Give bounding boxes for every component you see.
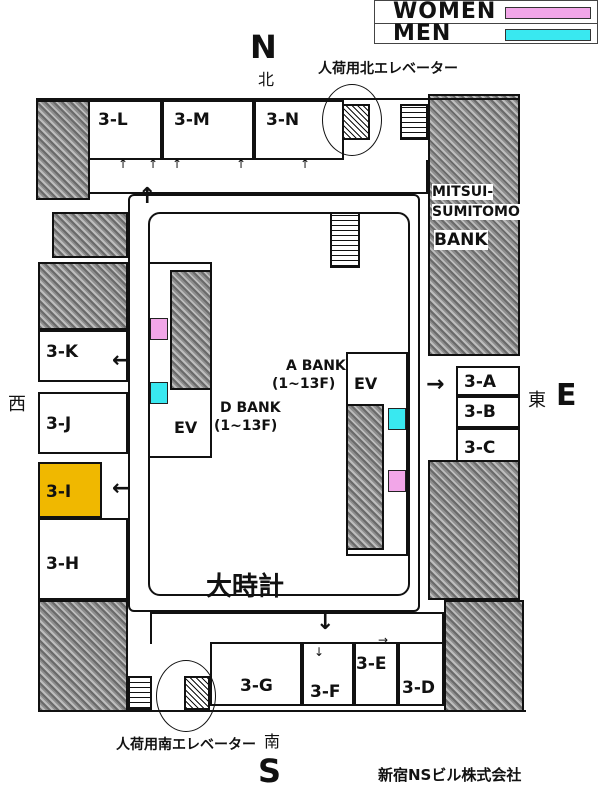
arrow-east-3a: →: [426, 372, 445, 397]
room-3-f-label: 3-F: [310, 682, 341, 702]
legend-women-label: WOMEN: [393, 0, 497, 24]
legend-men-swatch: [505, 29, 591, 41]
arrow-small-3l: ↑: [118, 157, 129, 171]
room-3-b-label: 3-B: [464, 402, 496, 422]
arrow-west-3k: ←: [112, 348, 131, 373]
south-corridor-strip: [150, 612, 444, 644]
room-3-h-label: 3-H: [46, 554, 80, 574]
a-bank-ev-label: EV: [354, 374, 378, 393]
room-3-f[interactable]: 3-F: [302, 642, 354, 706]
compass-east-kanji: 東: [528, 390, 546, 410]
arrow-small-3n-b: ↑: [300, 157, 311, 171]
room-3-m[interactable]: 3-M: [162, 100, 254, 160]
arrow-west-3i: ←: [112, 476, 131, 501]
a-bank-men-restroom: [388, 408, 406, 430]
room-3-c[interactable]: 3-C: [456, 428, 520, 462]
room-3-k[interactable]: 3-K: [38, 330, 128, 382]
north-freight-elevator: [342, 104, 370, 140]
north-corridor-strip: [88, 160, 428, 194]
north-stair: [400, 104, 428, 140]
room-3-j[interactable]: 3-J: [38, 392, 128, 454]
west-upper-block: [52, 212, 128, 258]
room-3-e[interactable]: 3-E: [354, 642, 398, 706]
compass-south-letter: S: [258, 752, 282, 790]
south-freight-elevator: [184, 676, 210, 710]
arrow-small-3m-a: ↑: [148, 157, 159, 171]
company-name: 新宿NSビル株式会社: [378, 766, 522, 784]
legend-men-label: MEN: [393, 21, 452, 46]
compass-north-letter: N: [250, 28, 277, 66]
bank-label-line3: BANK: [434, 230, 488, 250]
room-3-g-label: 3-G: [240, 676, 273, 696]
compass-east-letter: E: [556, 378, 577, 413]
d-bank-title: D BANK: [220, 400, 281, 416]
room-3-c-label: 3-C: [464, 438, 496, 458]
bank-label-line2: SUMITOMO: [432, 204, 520, 220]
central-stair: [330, 212, 360, 268]
room-3-m-label: 3-M: [174, 110, 210, 130]
compass-south-kanji: 南: [264, 734, 281, 751]
arrow-small-3f: ↓: [314, 645, 325, 659]
south-west-block: [38, 600, 128, 712]
big-clock-label: 大時計: [206, 572, 285, 602]
d-bank-men-restroom: [150, 382, 168, 404]
room-3-k-label: 3-K: [46, 342, 79, 362]
room-3-l[interactable]: 3-L: [88, 100, 162, 160]
room-3-n-label: 3-N: [266, 110, 300, 130]
arrow-north-corridor: ↑: [138, 184, 157, 209]
north-freight-elevator-label: 人荷用北エレベーター: [318, 61, 458, 77]
d-bank-floors: (1~13F): [214, 418, 278, 434]
room-3-d-label: 3-D: [402, 678, 435, 698]
room-3-i-highlighted[interactable]: 3-I: [38, 462, 102, 518]
legend: WOMEN MEN: [374, 0, 598, 46]
room-3-i-label: 3-I: [46, 482, 72, 502]
d-bank-shafts: [170, 270, 212, 390]
south-outer-wall: [128, 710, 526, 712]
d-bank-women-restroom: [150, 318, 168, 340]
east-lower-block: [428, 460, 520, 600]
west-mid-block: [38, 262, 128, 330]
south-stair: [128, 676, 152, 710]
north-east-block: [428, 94, 520, 356]
north-freight-elevator-circle: [322, 84, 382, 156]
compass-west-kanji: 西: [8, 394, 26, 414]
room-3-a[interactable]: 3-A: [456, 366, 520, 396]
a-bank-floors: (1~13F): [272, 376, 336, 392]
south-east-block: [444, 600, 524, 712]
arrow-small-3m-b: ↑: [172, 157, 183, 171]
north-outer-wall: [36, 98, 520, 100]
room-3-g[interactable]: 3-G: [210, 642, 302, 706]
room-3-h[interactable]: 3-H: [38, 518, 128, 600]
outer-corridor: [128, 194, 420, 612]
west-wing-wall: [36, 100, 90, 200]
arrow-small-3n-a: ↑: [236, 157, 247, 171]
arrow-south-corridor: ↓: [316, 610, 335, 635]
room-3-b[interactable]: 3-B: [456, 396, 520, 428]
a-bank-title: A BANK: [286, 358, 346, 374]
a-bank-women-restroom: [388, 470, 406, 492]
south-freight-elevator-label: 人荷用南エレベーター: [116, 737, 256, 753]
d-bank-ev-label: EV: [174, 418, 198, 437]
legend-women-swatch: [505, 7, 591, 19]
room-3-d[interactable]: 3-D: [398, 642, 444, 706]
room-3-a-label: 3-A: [464, 372, 497, 392]
room-3-j-label: 3-J: [46, 414, 72, 434]
arrow-small-3e: →: [378, 633, 389, 647]
south-freight-elevator-circle: [156, 660, 216, 732]
a-bank-shafts: [346, 404, 384, 550]
room-3-e-label: 3-E: [356, 654, 387, 674]
room-3-l-label: 3-L: [98, 110, 128, 130]
bank-label-line1: MITSUI-: [432, 184, 494, 200]
compass-north-kanji: 北: [258, 72, 275, 89]
